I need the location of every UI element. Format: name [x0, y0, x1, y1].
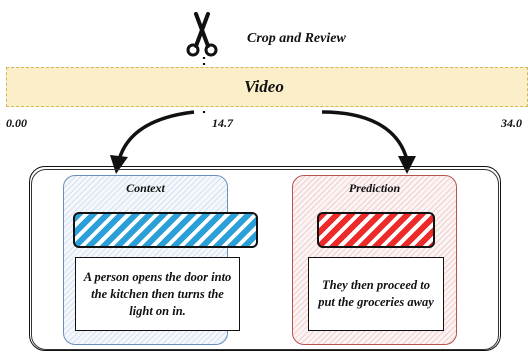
diagram-title: Crop and Review [247, 31, 346, 46]
video-label: Video [244, 77, 284, 96]
outer-frame-inner [31, 169, 499, 350]
prediction-text: They then proceed to put the groceries a… [308, 257, 444, 331]
context-title: Context [126, 181, 165, 195]
scissors-icon [186, 12, 218, 57]
tick-end: 34.0 [501, 116, 522, 130]
tick-crop: 14.7 [212, 116, 233, 130]
context-bar [73, 212, 258, 248]
context-text: A person opens the door into the kitchen… [75, 257, 240, 331]
prediction-title: Prediction [348, 181, 401, 195]
arrow-to-prediction [321, 110, 409, 161]
arrow-head-prediction [398, 156, 416, 174]
outer-frame [29, 166, 501, 351]
prediction-bar [317, 212, 435, 248]
tick-start: 0.00 [6, 116, 27, 130]
arrow-to-context [117, 110, 195, 161]
